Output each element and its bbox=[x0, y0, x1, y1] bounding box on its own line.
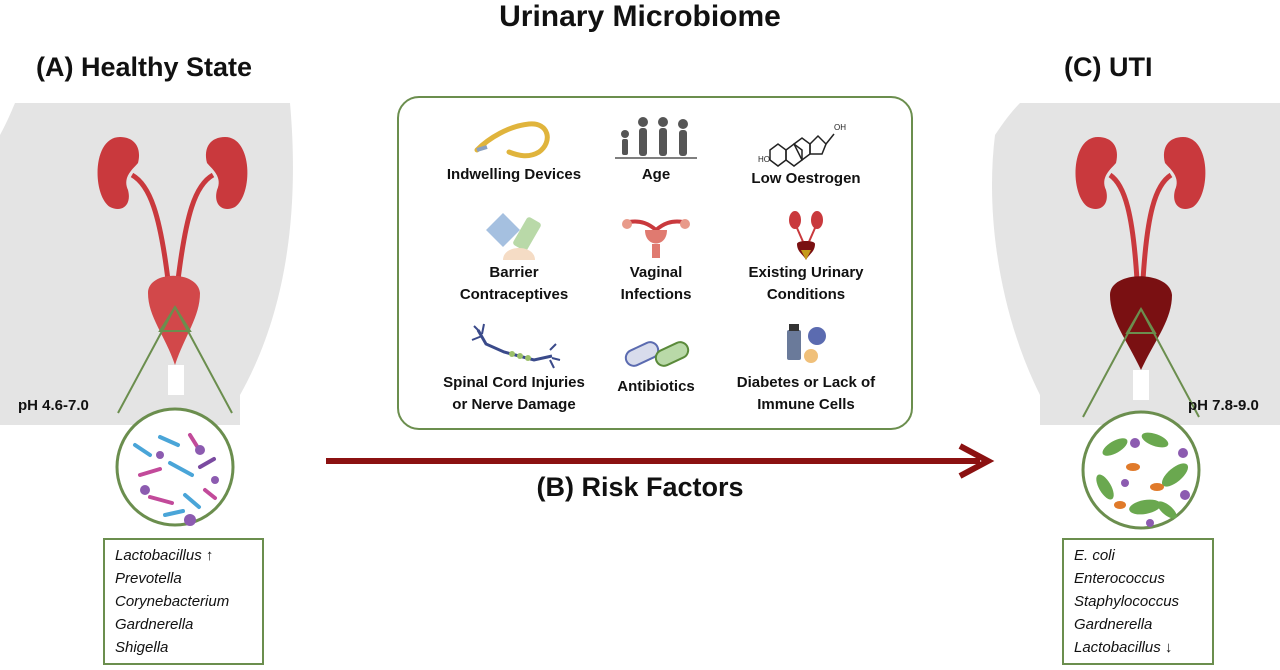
risk-factor-label: Antibiotics bbox=[617, 378, 695, 395]
risk-factor-existing-urinary-conditions: Existing Urinary Conditions bbox=[721, 210, 891, 306]
healthy-panel-label: (A) bbox=[36, 52, 74, 82]
risk-factor-label: Low Oestrogen bbox=[751, 170, 861, 187]
oestrogen-molecule-icon: HO OH bbox=[758, 123, 846, 167]
risk-factors-heading: (B) Risk Factors bbox=[0, 472, 1280, 503]
risk-factor-label: Diabetes or Lack of Immune Cells bbox=[736, 374, 876, 413]
people-age-icon bbox=[615, 117, 697, 159]
healthy-species-list: Lactobacillus ↑ Prevotella Corynebacteri… bbox=[103, 538, 264, 665]
uti-bladder-shape bbox=[1110, 276, 1172, 370]
left-kidney-shape bbox=[97, 137, 140, 210]
svg-text:HO: HO bbox=[758, 155, 770, 164]
uti-panel-label: (C) bbox=[1064, 52, 1102, 82]
healthy-panel-title: Healthy State bbox=[81, 52, 253, 82]
risk-factors-label: (B) bbox=[536, 472, 574, 502]
healthy-ph-label: pH 4.6-7.0 bbox=[18, 397, 89, 414]
uti-species-list: E. coli Enterococcus Staphylococcus Gard… bbox=[1062, 538, 1214, 665]
right-kidney-shape bbox=[1163, 137, 1206, 210]
risk-factor-label: Barrier Contraceptives bbox=[459, 264, 569, 303]
diagram-title: Urinary Microbiome bbox=[499, 0, 781, 33]
healthy-anatomy-illustration bbox=[0, 103, 293, 527]
uti-panel-title: UTI bbox=[1109, 52, 1153, 82]
risk-factor-vaginal-infections: Vaginal Infections bbox=[571, 210, 741, 306]
list-item: Lactobacillus ↓ bbox=[1074, 639, 1173, 656]
nerve-cell-icon bbox=[471, 323, 561, 369]
risk-factor-label: Age bbox=[641, 166, 671, 183]
uti-anatomy-illustration bbox=[992, 103, 1280, 530]
urinary-tract-icon bbox=[789, 211, 823, 260]
right-kidney-shape bbox=[205, 137, 248, 210]
list-item: Staphylococcus bbox=[1074, 593, 1180, 610]
risk-factor-label: Indwelling Devices bbox=[446, 166, 582, 183]
risk-factor-indwelling-devices: Indwelling Devices bbox=[429, 112, 599, 186]
healthy-bladder-shape bbox=[148, 275, 200, 365]
list-item: Gardnerella bbox=[115, 616, 194, 633]
pills-icon bbox=[624, 341, 690, 367]
risk-factor-barrier-contraceptives: Barrier Contraceptives bbox=[429, 210, 599, 306]
risk-factor-label: Vaginal Infections bbox=[620, 264, 692, 303]
risk-factor-label: Spinal Cord Injuries or Nerve Damage bbox=[443, 374, 585, 413]
risk-factor-low-oestrogen: HO OH Low Oestrogen bbox=[721, 112, 891, 190]
risk-factor-antibiotics: Antibiotics bbox=[571, 332, 741, 398]
risk-factors-box: Indwelling Devices Age HO bbox=[397, 96, 913, 430]
list-item: Gardnerella bbox=[1074, 616, 1153, 633]
risk-factors-title: Risk Factors bbox=[581, 472, 744, 502]
uti-panel-heading: (C) UTI bbox=[1064, 52, 1153, 83]
diabetes-icon bbox=[787, 324, 826, 363]
uti-ph-label: pH 7.8-9.0 bbox=[1188, 397, 1259, 414]
contraceptive-icon bbox=[486, 213, 541, 260]
svg-text:OH: OH bbox=[834, 123, 846, 132]
list-item: Corynebacterium bbox=[115, 593, 230, 610]
list-item: Enterococcus bbox=[1074, 570, 1165, 587]
left-kidney-shape bbox=[1075, 137, 1118, 210]
progression-arrow bbox=[326, 443, 995, 479]
list-item: Prevotella bbox=[115, 570, 182, 587]
healthy-panel-heading: (A) Healthy State bbox=[36, 52, 252, 83]
risk-factor-label: Existing Urinary Conditions bbox=[748, 264, 864, 303]
risk-factor-age: Age bbox=[571, 112, 741, 186]
body-silhouette-shape bbox=[0, 103, 293, 425]
list-item: Shigella bbox=[115, 639, 169, 656]
list-item: Lactobacillus ↑ bbox=[115, 547, 214, 564]
list-item: E. coli bbox=[1074, 547, 1115, 564]
risk-factor-diabetes: Diabetes or Lack of Immune Cells bbox=[721, 320, 891, 416]
risk-factor-spinal-cord-injuries: Spinal Cord Injuries or Nerve Damage bbox=[429, 320, 599, 416]
uterus-icon bbox=[622, 219, 690, 258]
catheter-icon bbox=[474, 121, 550, 159]
